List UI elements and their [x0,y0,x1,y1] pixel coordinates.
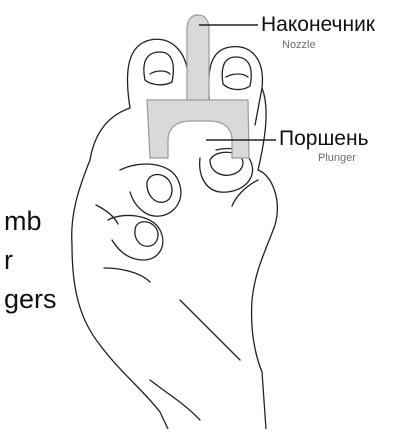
nozzle-sublabel: Nozzle [282,39,316,51]
spray-device [147,15,249,158]
index-fingernail [144,52,173,85]
ring-fingernail [147,175,172,203]
little-fingernail [135,222,158,247]
plunger-sublabel: Plunger [318,152,356,164]
cropped-text-line-2: r [4,245,13,276]
index-finger [127,39,190,108]
cropped-text-line-1: mb [4,206,42,237]
nozzle-label: Наконечник [261,13,375,37]
cropped-text-line-3: gers [4,284,57,315]
middle-fingernail [222,57,251,90]
plunger-cap [147,100,249,158]
plunger-label: Поршень [279,127,369,151]
nozzle-tube [187,15,209,100]
